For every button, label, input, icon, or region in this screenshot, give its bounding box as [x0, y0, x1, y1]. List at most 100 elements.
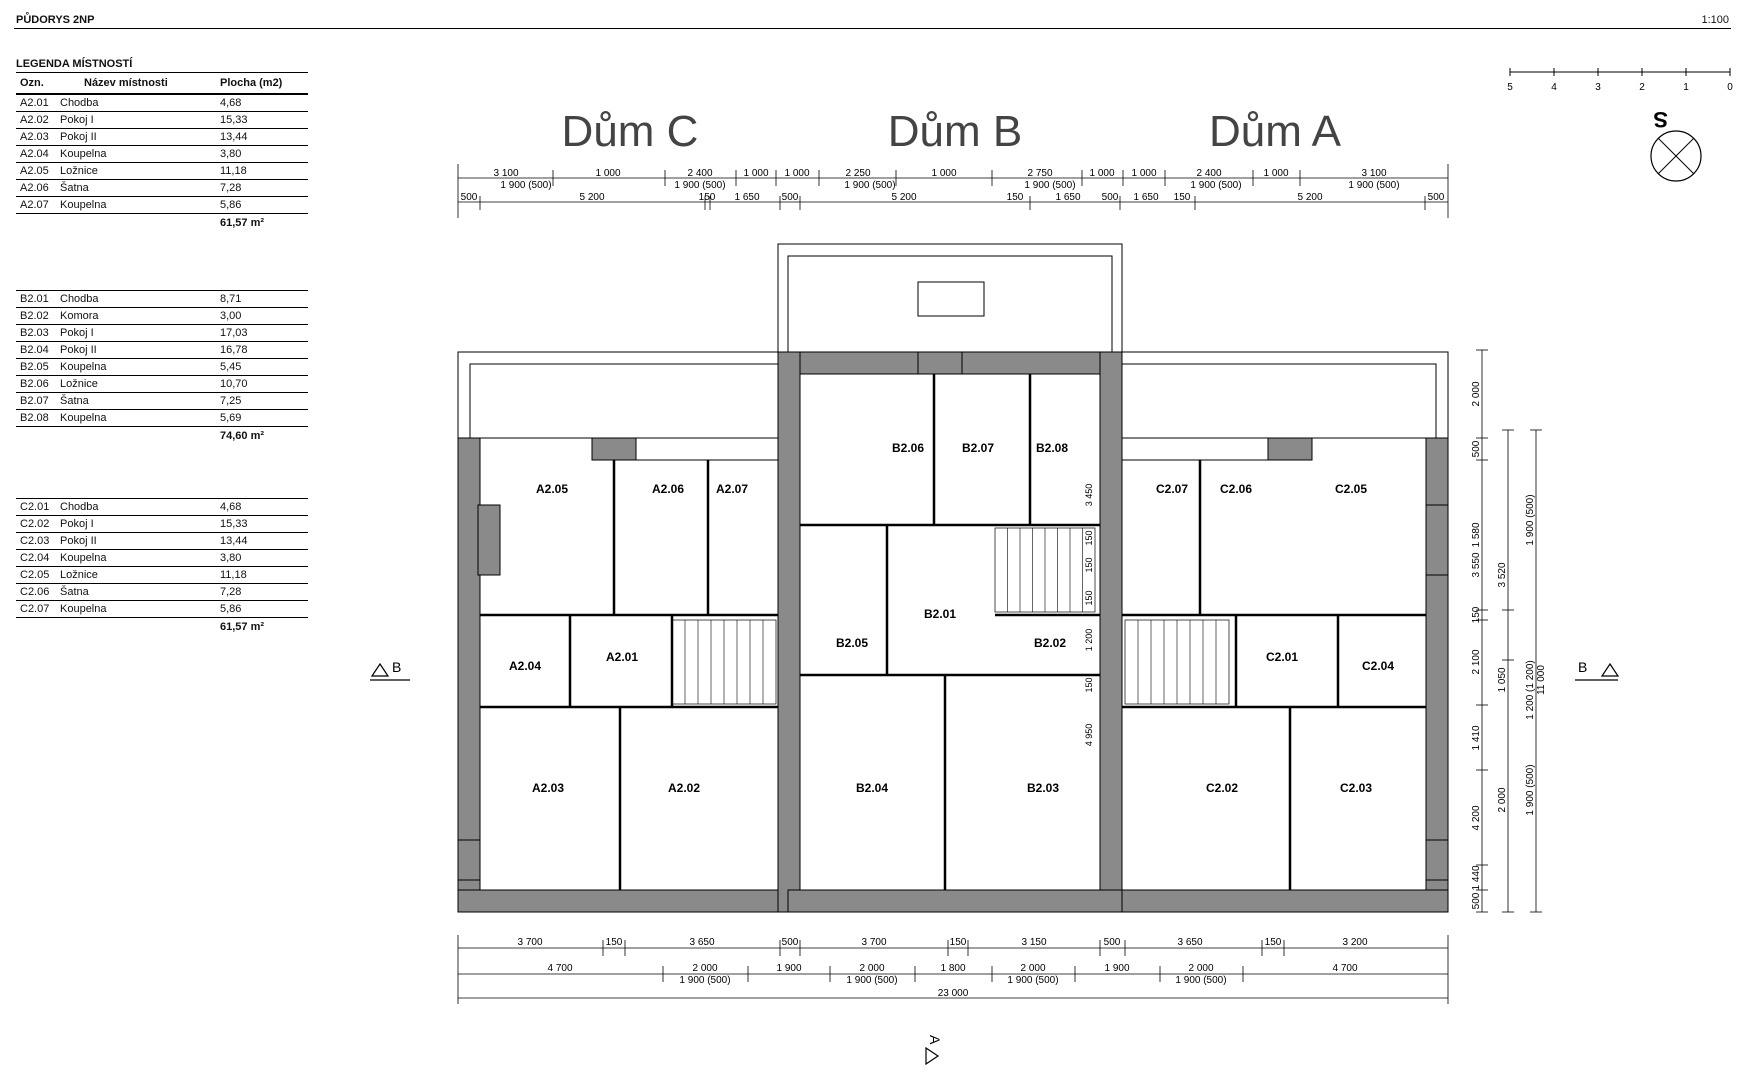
dim-top-2: 500: [782, 192, 799, 203]
legend-area: 5,86: [220, 603, 242, 615]
room-b207: B2.07: [962, 441, 994, 455]
dim-top-2: 150: [699, 192, 716, 203]
legend-name: Pokoj I: [60, 327, 94, 339]
dim-right-extra: 3 520: [1497, 562, 1508, 587]
dim-top-sub: 1 900 (500): [1024, 180, 1075, 191]
dim-right: 500: [1471, 892, 1482, 909]
dim-top-sub: 1 900 (500): [500, 180, 551, 191]
legend-area: 8,71: [220, 293, 242, 305]
dim-bottom-sub: 1 900 (500): [1175, 975, 1226, 986]
dim-bottom-2: 2 000: [1188, 963, 1213, 974]
header-rule: [14, 28, 1731, 29]
legend-row: B2.07 Šatna 7,25: [16, 393, 308, 410]
legend-name: Pokoj I: [60, 518, 94, 530]
dim-right-sub: 1 900 (500): [1525, 494, 1536, 545]
legend-code: A2.04: [20, 148, 49, 160]
legend-area: 7,25: [220, 395, 242, 407]
legend-code: C2.05: [20, 569, 50, 581]
dim-inner: 150: [1084, 590, 1094, 605]
legend-code: B2.06: [20, 378, 49, 390]
dim-right: 500: [1471, 440, 1482, 457]
room-c204: C2.04: [1362, 659, 1394, 673]
dim-top-sub: 1 900 (500): [1348, 180, 1399, 191]
legend-area: 11,18: [220, 165, 247, 177]
dim-right-extra: 1 050: [1497, 667, 1508, 692]
legend-name: Šatna: [60, 395, 89, 407]
room-c205: C2.05: [1335, 482, 1367, 496]
dim-bottom: 3 200: [1342, 937, 1367, 948]
room-a206: A2.06: [652, 482, 684, 496]
room-c201: C2.01: [1266, 650, 1298, 664]
legend-code: C2.04: [20, 552, 50, 564]
room-b205: B2.05: [836, 636, 868, 650]
dim-bottom: 150: [950, 937, 967, 948]
room-c206: C2.06: [1220, 482, 1252, 496]
dim-inner: 150: [1084, 677, 1094, 692]
dim-top-sub: 1 900 (500): [844, 180, 895, 191]
dim-top-2: 1 650: [734, 192, 759, 203]
section-mark-left: B: [392, 659, 401, 675]
dim-bottom: 500: [782, 937, 799, 948]
legend-name: Chodba: [60, 97, 99, 109]
legend-code: A2.05: [20, 165, 49, 177]
dim-bottom-sub: 1 900 (500): [679, 975, 730, 986]
dim-top: 3 100: [493, 168, 518, 179]
scale-label: 1: [1683, 82, 1689, 93]
dim-bottom: 150: [606, 937, 623, 948]
legend-area: 4,68: [220, 501, 242, 513]
room-a207: A2.07: [716, 482, 748, 496]
legend-code: C2.01: [20, 501, 50, 513]
legend-area: 7,28: [220, 586, 242, 598]
room-b203: B2.03: [1027, 781, 1059, 795]
house-title-c: Dům C: [562, 107, 699, 156]
section-mark-right: B: [1578, 659, 1587, 675]
dim-top-2: 150: [1174, 192, 1191, 203]
col-code: Ozn.: [20, 77, 44, 89]
dim-top: 2 400: [1196, 168, 1221, 179]
room-b206: B2.06: [892, 441, 924, 455]
dim-top-2: 5 200: [1297, 192, 1322, 203]
legend-title: LEGENDA MÍSTNOSTÍ: [16, 58, 133, 70]
dim-bottom: 3 650: [689, 937, 714, 948]
legend-code: A2.07: [20, 199, 49, 211]
room-b201: B2.01: [924, 607, 956, 621]
col-area: Plocha (m2): [220, 77, 283, 89]
room-a203: A2.03: [532, 781, 564, 795]
legend-name: Pokoj II: [60, 535, 97, 547]
dim-right: 3 550: [1471, 552, 1482, 577]
legend-area: 10,70: [220, 378, 248, 390]
legend-name: Koupelna: [60, 148, 107, 160]
dim-bottom-2: 2 000: [1020, 963, 1045, 974]
legend-code: B2.07: [20, 395, 49, 407]
dim-bottom-2: 2 000: [859, 963, 884, 974]
room-a205: A2.05: [536, 482, 568, 496]
drawing-scale: 1:100: [1701, 14, 1729, 26]
room-legend: LEGENDA MÍSTNOSTÍ Ozn. Název místnosti P…: [16, 58, 308, 94]
dim-right-extra: 2 000: [1497, 787, 1508, 812]
dim-bottom-2: 4 700: [1332, 963, 1357, 974]
dim-top: 1 000: [931, 168, 956, 179]
dim-right: 150: [1471, 606, 1482, 623]
room-b202: B2.02: [1034, 636, 1066, 650]
dim-bottom-sub: 1 900 (500): [1007, 975, 1058, 986]
col-name: Název místnosti: [84, 77, 168, 89]
legend-total: 61,57 m²: [220, 621, 265, 633]
legend-name: Chodba: [60, 293, 99, 305]
dim-top: 1 000: [1131, 168, 1156, 179]
legend-area: 3,00: [220, 310, 242, 322]
room-a202: A2.02: [668, 781, 700, 795]
section-mark-bottom: A: [927, 1035, 943, 1045]
legend-area: 5,45: [220, 361, 242, 373]
legend-name: Ložnice: [60, 569, 98, 581]
